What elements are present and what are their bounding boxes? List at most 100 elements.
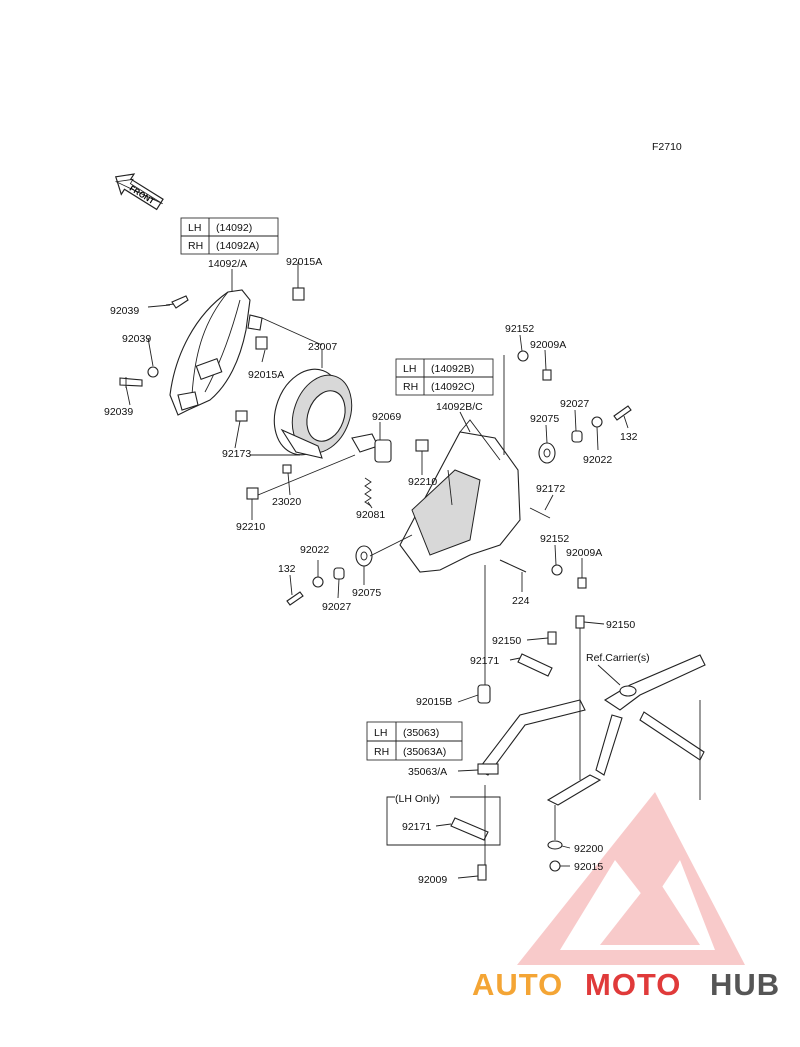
screw-92172 [529,507,551,519]
washer-92200 [547,840,563,850]
bolt-92009A-top [542,369,552,381]
watermark-logo [517,792,745,965]
watermark-hub: HUB [710,967,780,1002]
label-92027: 92027 [322,601,351,613]
spring [364,477,372,507]
bolt-92009 [477,864,487,881]
table-cell: (35063A) [403,746,446,758]
bulb [351,433,392,463]
nut-92152-top [517,350,529,362]
table-headlight-right: LH (14092B) RH (14092C) [395,358,494,396]
label-35063A: 35063/A [408,766,447,778]
label-92039: 92039 [104,406,133,418]
label-92152: 92152 [540,533,569,545]
label-92015: 92015 [574,861,603,873]
label-92009A: 92009A [530,339,566,351]
label-92150: 92150 [492,635,521,647]
headlight-cover [169,289,263,416]
bolt-92150-left [547,631,557,645]
clip-92210-left [246,487,259,500]
label-92027: 92027 [560,398,589,410]
table-cell: (35063) [403,727,439,739]
watermark-moto: MOTO [585,967,681,1002]
label-14092BC: 14092B/C [436,401,483,413]
label-92022: 92022 [300,544,329,556]
label-92171: 92171 [470,655,499,667]
clip-92015A-top [292,287,305,301]
lh-only-box: (LH Only) [386,793,501,846]
clip-92015A-mid [255,336,268,350]
collar-92027-left [333,567,345,580]
watermark-text: AUTO MOTO HUB [472,967,780,1002]
table-cell: LH [188,222,201,234]
table-cell: (14092A) [216,240,259,252]
label-92039: 92039 [110,305,139,317]
table-stay: LH (35063) RH (35063A) [366,721,463,761]
label-23020: 23020 [272,496,301,508]
stay-bracket [477,699,602,806]
rivet-92039-bottom [119,377,143,388]
label-92015B: 92015B [416,696,452,708]
label-92022: 92022 [583,454,612,466]
bolt-92015B [477,684,491,704]
label-92200: 92200 [574,843,603,855]
label-92039: 92039 [122,333,151,345]
label-92150: 92150 [606,619,635,631]
label-224: 224 [512,595,530,607]
table-cell: RH [188,240,203,252]
table-cell: (14092C) [431,381,475,393]
ref-carrier-label: Ref.Carrier(s) [586,652,650,664]
label-92171: 92171 [402,821,431,833]
label-23007: 23007 [308,341,337,353]
table-cell: LH [403,363,416,375]
label-92075: 92075 [530,413,559,425]
diagram-code: F2710 [652,141,682,153]
table-cell: LH [374,727,387,739]
lh-only-note: (LH Only) [395,793,440,805]
collar-92027-right [571,430,583,443]
table-headlight-left: LH (14092) RH (14092A) [180,217,279,255]
headlight-unit [273,368,353,459]
table-cell: (14092) [216,222,252,234]
label-92075: 92075 [352,587,381,599]
label-92152: 92152 [505,323,534,335]
clip-92210-right [415,439,429,452]
bolt-132-right [613,405,632,421]
headlight-housing [399,419,521,573]
watermark-auto: AUTO [472,967,563,1002]
label-92210: 92210 [236,521,265,533]
grommet-92075-left [355,545,373,567]
nut-23020 [282,464,292,474]
table-cell: RH [403,381,418,393]
bolt-224 [499,559,527,573]
table-cell: (14092B) [431,363,474,375]
washer-92022-left [312,576,324,588]
rivet-92039-mid [147,366,159,378]
plate-92171-upper [517,653,553,677]
bolt-132-left [286,591,304,606]
grommet-92075-right [538,442,556,464]
table-cell: RH [374,746,389,758]
label-92210: 92210 [408,476,437,488]
label-92015A: 92015A [286,256,322,268]
bolt-92150-right [575,615,585,629]
label-92009A: 92009A [566,547,602,559]
label-92015A: 92015A [248,369,284,381]
nut-92152-bottom [551,564,563,576]
bolt-92009A-bottom [577,577,587,589]
label-92009: 92009 [418,874,447,886]
carrier-frame [595,654,706,800]
label-92081: 92081 [356,509,385,521]
washer-92022-right [591,416,603,428]
plate-92171-lower [450,817,489,841]
label-14092A: 14092/A [208,258,247,270]
label-132: 132 [620,431,638,443]
label-132: 132 [278,563,296,575]
leader-lines [125,262,629,879]
label-92172: 92172 [536,483,565,495]
part-labels: 14092/A 92015A 92039 92039 92039 92015A … [104,256,650,886]
rivet-92039-top [165,295,189,309]
label-92069: 92069 [372,411,401,423]
nut-92015 [549,860,561,872]
